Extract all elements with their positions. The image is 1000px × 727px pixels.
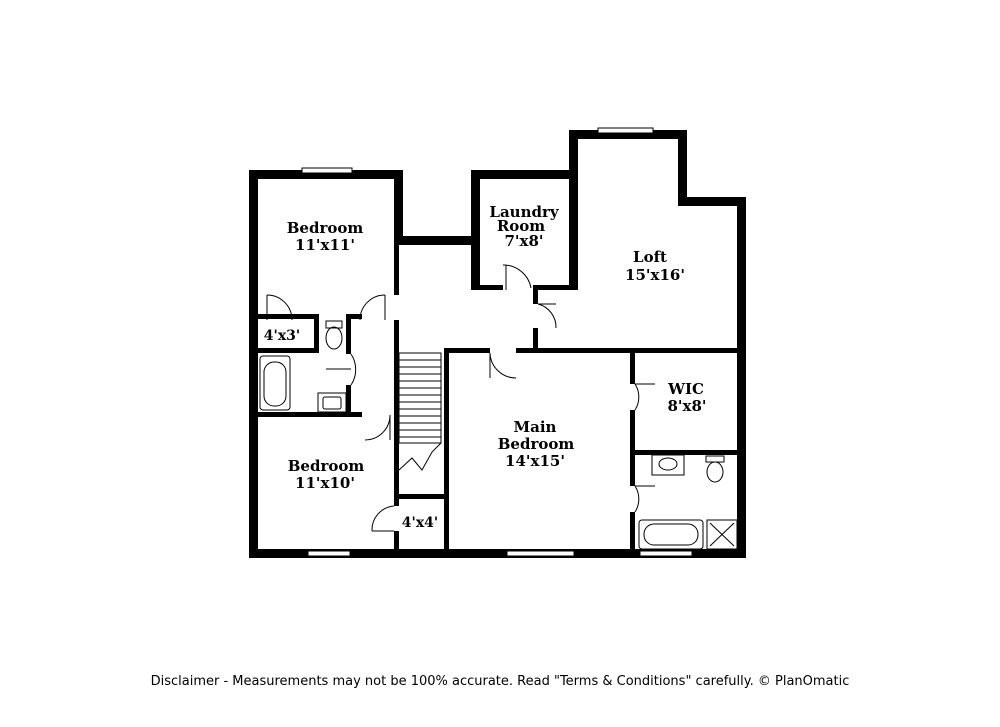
bedroom-top-name: Bedroom	[287, 219, 364, 237]
exterior-walls	[249, 130, 746, 558]
main-bathtub-icon	[638, 519, 704, 550]
disclaimer-text: Disclaimer - Measurements may not be 100…	[150, 674, 850, 689]
closet-small-size: 4'x3'	[264, 328, 300, 344]
windows	[301, 127, 693, 557]
bedroom-bottom-size: 11'x10'	[295, 474, 355, 492]
bathtub-icon	[259, 355, 291, 411]
shower-icon	[706, 519, 738, 550]
laundry-name-1: Laundry	[489, 203, 559, 221]
bathroom-fixtures	[259, 320, 738, 550]
window-top-bedroom	[301, 167, 353, 174]
interior-walls	[249, 245, 741, 554]
main-toilet-icon	[705, 455, 725, 463]
bedroom-top-size: 11'x11'	[295, 236, 355, 254]
laundry-size: 7'x8'	[504, 232, 543, 250]
main-bedroom-size: 14'x15'	[505, 452, 565, 470]
laundry-name-2: Room	[497, 217, 545, 235]
loft-name: Loft	[633, 248, 667, 266]
doors	[266, 264, 655, 532]
window-main-bath	[639, 550, 693, 557]
wic-name: WIC	[667, 380, 704, 398]
window-bottom-bedroom	[307, 550, 351, 557]
window-main-bedroom	[506, 550, 575, 557]
loft-size: 15'x16'	[625, 266, 685, 284]
window-loft	[597, 127, 654, 134]
wic-size: 8'x8'	[667, 397, 706, 415]
room-labels: Bedroom 11'x11' Laundry Room 7'x8' Loft …	[264, 203, 707, 531]
sink-icon	[317, 392, 347, 413]
toilet-icon	[325, 320, 343, 329]
closet-bottom-size: 4'x4'	[402, 515, 438, 531]
staircase	[398, 352, 442, 471]
main-sink-icon	[651, 454, 685, 476]
main-bedroom-name-1: Main	[514, 418, 557, 436]
main-bedroom-name-2: Bedroom	[498, 435, 575, 453]
bedroom-bottom-name: Bedroom	[288, 457, 365, 475]
